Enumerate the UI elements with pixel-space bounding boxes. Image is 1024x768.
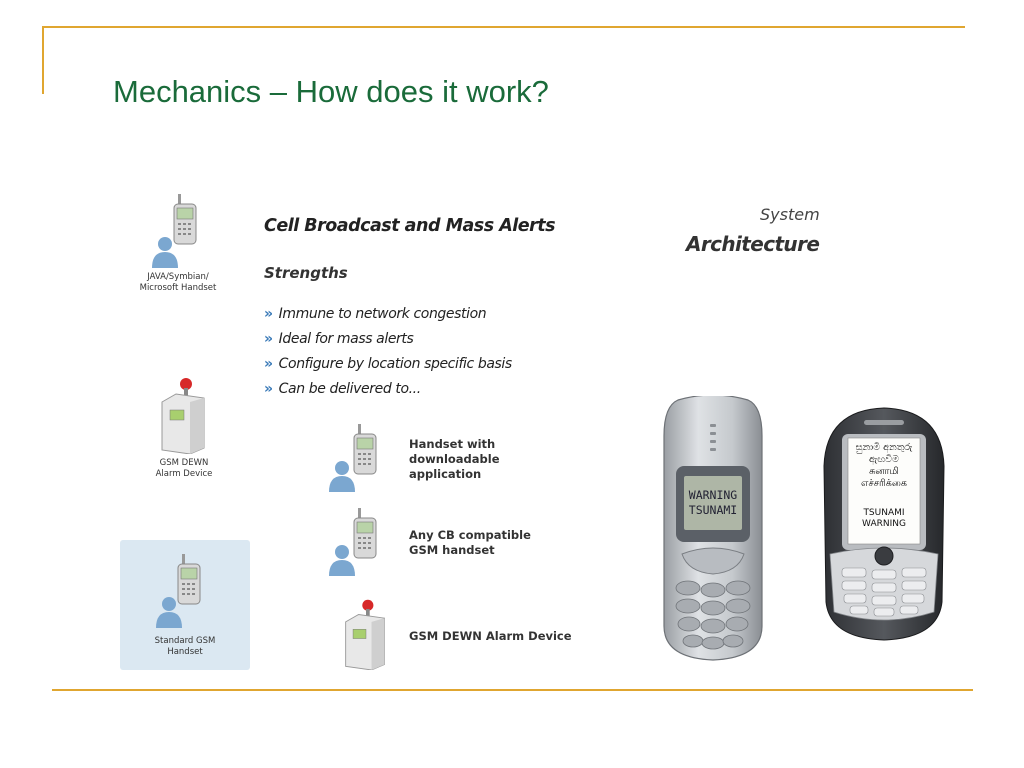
architecture-figure: JAVA/Symbian/ Microsoft Handset GSM DEWN… — [118, 180, 998, 671]
chevron-right-icon: » — [264, 331, 273, 347]
list-item: »Immune to network congestion — [264, 306, 487, 322]
person-with-phone-icon — [324, 420, 388, 492]
standard-handset-label: Standard GSM Handset — [154, 636, 216, 657]
downloadable-app-label: Handset with downloadable application — [409, 437, 500, 481]
java-handset-label: JAVA/Symbian/ Microsoft Handset — [139, 272, 217, 293]
strengths-heading: Strengths — [264, 264, 348, 282]
list-item: »Can be delivered to... — [264, 381, 421, 397]
phone-screen-english: TSUNAMI WARNING — [862, 508, 906, 529]
dewn-alarm-label: GSM DEWN Alarm Device — [155, 458, 213, 479]
dewn-device-label: GSM DEWN Alarm Device — [409, 629, 572, 643]
phone-screen-text: WARNING TSUNAMI — [688, 488, 738, 517]
cell-broadcast-heading: Cell Broadcast and Mass Alerts — [264, 216, 556, 236]
person-with-phone-icon — [324, 504, 388, 576]
alarm-device-icon — [154, 374, 214, 455]
list-item: »Ideal for mass alerts — [264, 331, 414, 347]
system-label: System — [760, 205, 820, 224]
slide-title: Mechanics – How does it work? — [113, 74, 549, 109]
phone-tsunami-image: සුනාමි අනතුරු ඇඟවීම சுனாமி எச்சரிக்கை TS… — [822, 406, 946, 642]
frame-bottom-line — [52, 689, 973, 691]
frame-left-line — [42, 26, 44, 94]
chevron-right-icon: » — [264, 381, 273, 397]
alarm-device-icon — [338, 596, 394, 671]
cb-compatible-label: Any CB compatible GSM handset — [409, 528, 531, 557]
strengths-list: »Immune to network congestion »Ideal for… — [264, 302, 512, 402]
architecture-label: Architecture — [686, 232, 820, 256]
phone-warning-image: WARNING TSUNAMI — [658, 396, 768, 662]
chevron-right-icon: » — [264, 356, 273, 372]
phone-screen-text: සුනාමි අනතුරු ඇඟවීම சுனாமி எச்சரிக்கை — [855, 442, 913, 489]
frame-top-line — [42, 26, 965, 28]
person-with-phone-icon — [152, 548, 212, 628]
chevron-right-icon: » — [264, 306, 273, 322]
person-with-phone-icon — [148, 188, 208, 268]
list-item: »Configure by location specific basis — [264, 356, 512, 372]
